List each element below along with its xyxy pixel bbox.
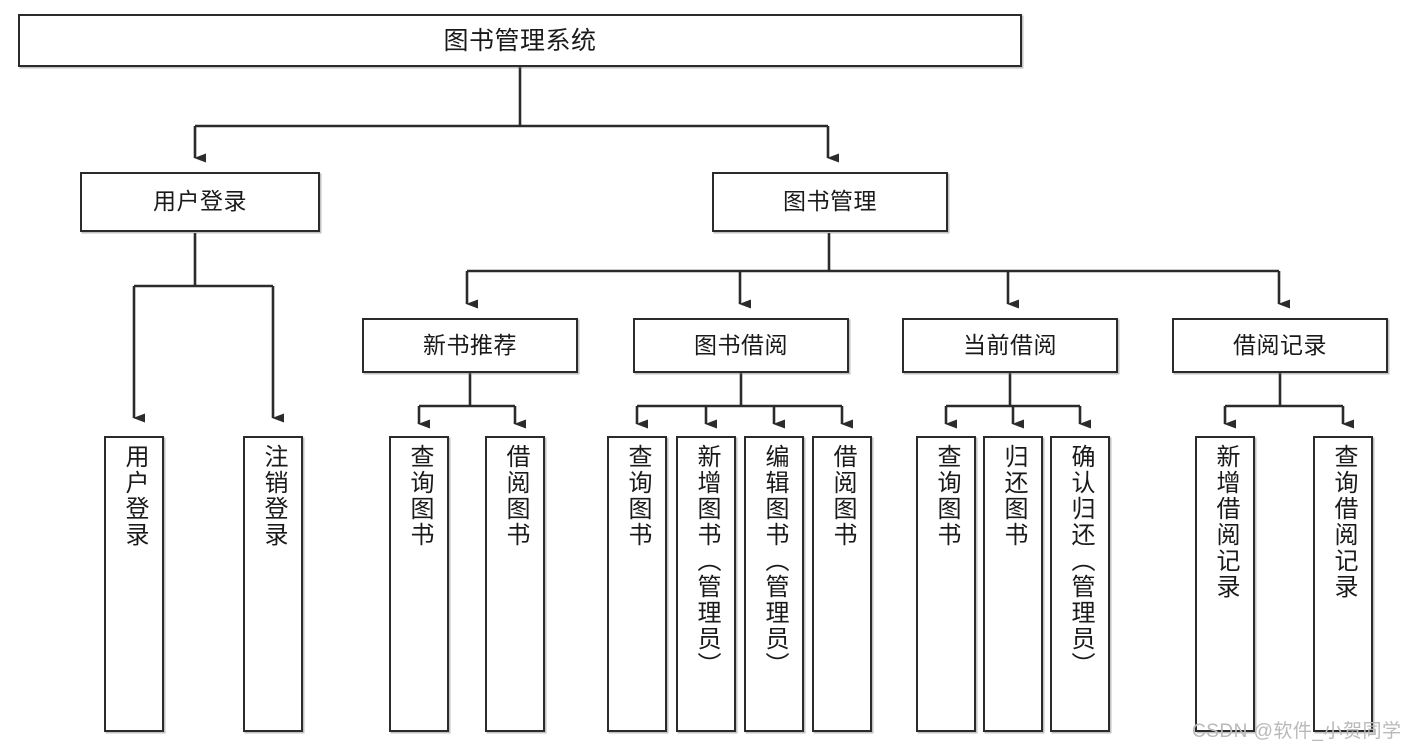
leaf-recommend-query-book[interactable]: 查询图书 — [389, 436, 449, 732]
node-borrow-record[interactable]: 借阅记录 — [1172, 318, 1388, 373]
leaf-user-login[interactable]: 用户登录 — [104, 436, 164, 732]
leaf-record-query-borrow-record[interactable]: 查询借阅记录 — [1313, 436, 1373, 732]
leaf-current-query-book[interactable]: 查询图书 — [916, 436, 976, 732]
node-label: 归还图书 — [1000, 444, 1027, 548]
leaf-borrow-add-book-admin[interactable]: 新增图书（管理员） — [676, 436, 736, 732]
node-label: 新增图书（管理员） — [693, 444, 720, 678]
leaf-current-return-book[interactable]: 归还图书 — [983, 436, 1043, 732]
node-label: 编辑图书（管理员） — [761, 444, 788, 678]
node-label: 查询借阅记录 — [1330, 444, 1357, 600]
leaf-borrow-query-book[interactable]: 查询图书 — [607, 436, 667, 732]
csdn-watermark: CSDN @软件_小贺同学 — [1192, 721, 1402, 742]
node-label: 借阅图书 — [502, 444, 529, 548]
leaf-borrow-edit-book-admin[interactable]: 编辑图书（管理员） — [744, 436, 804, 732]
node-root-book-management-system[interactable]: 图书管理系统 — [18, 14, 1022, 67]
node-label: 当前借阅 — [963, 331, 1057, 358]
node-new-book-recommend[interactable]: 新书推荐 — [362, 318, 578, 373]
node-label: 图书借阅 — [694, 331, 788, 358]
node-label: 新增借阅记录 — [1212, 444, 1239, 600]
leaf-recommend-borrow-book[interactable]: 借阅图书 — [485, 436, 545, 732]
node-label: 借阅记录 — [1233, 331, 1327, 358]
node-label: 确认归还（管理员） — [1067, 444, 1094, 678]
leaf-record-add-borrow-record[interactable]: 新增借阅记录 — [1195, 436, 1255, 732]
node-label: 注销登录 — [260, 444, 287, 548]
leaf-user-logout[interactable]: 注销登录 — [243, 436, 303, 732]
node-label: 查询图书 — [406, 444, 433, 548]
node-current-borrow[interactable]: 当前借阅 — [902, 318, 1118, 373]
node-label: 查询图书 — [624, 444, 651, 548]
node-label: 查询图书 — [933, 444, 960, 548]
node-label: 用户登录 — [153, 188, 247, 215]
node-book-management[interactable]: 图书管理 — [712, 172, 948, 232]
leaf-current-confirm-return-admin[interactable]: 确认归还（管理员） — [1050, 436, 1110, 732]
node-label: 用户登录 — [121, 444, 148, 548]
leaf-borrow-borrow-book[interactable]: 借阅图书 — [812, 436, 872, 732]
node-label: 图书管理 — [783, 188, 877, 215]
node-label: 图书管理系统 — [443, 26, 597, 55]
node-user-login[interactable]: 用户登录 — [80, 172, 320, 232]
node-label: 借阅图书 — [829, 444, 856, 548]
node-label: 新书推荐 — [423, 331, 517, 358]
node-book-borrow[interactable]: 图书借阅 — [633, 318, 849, 373]
